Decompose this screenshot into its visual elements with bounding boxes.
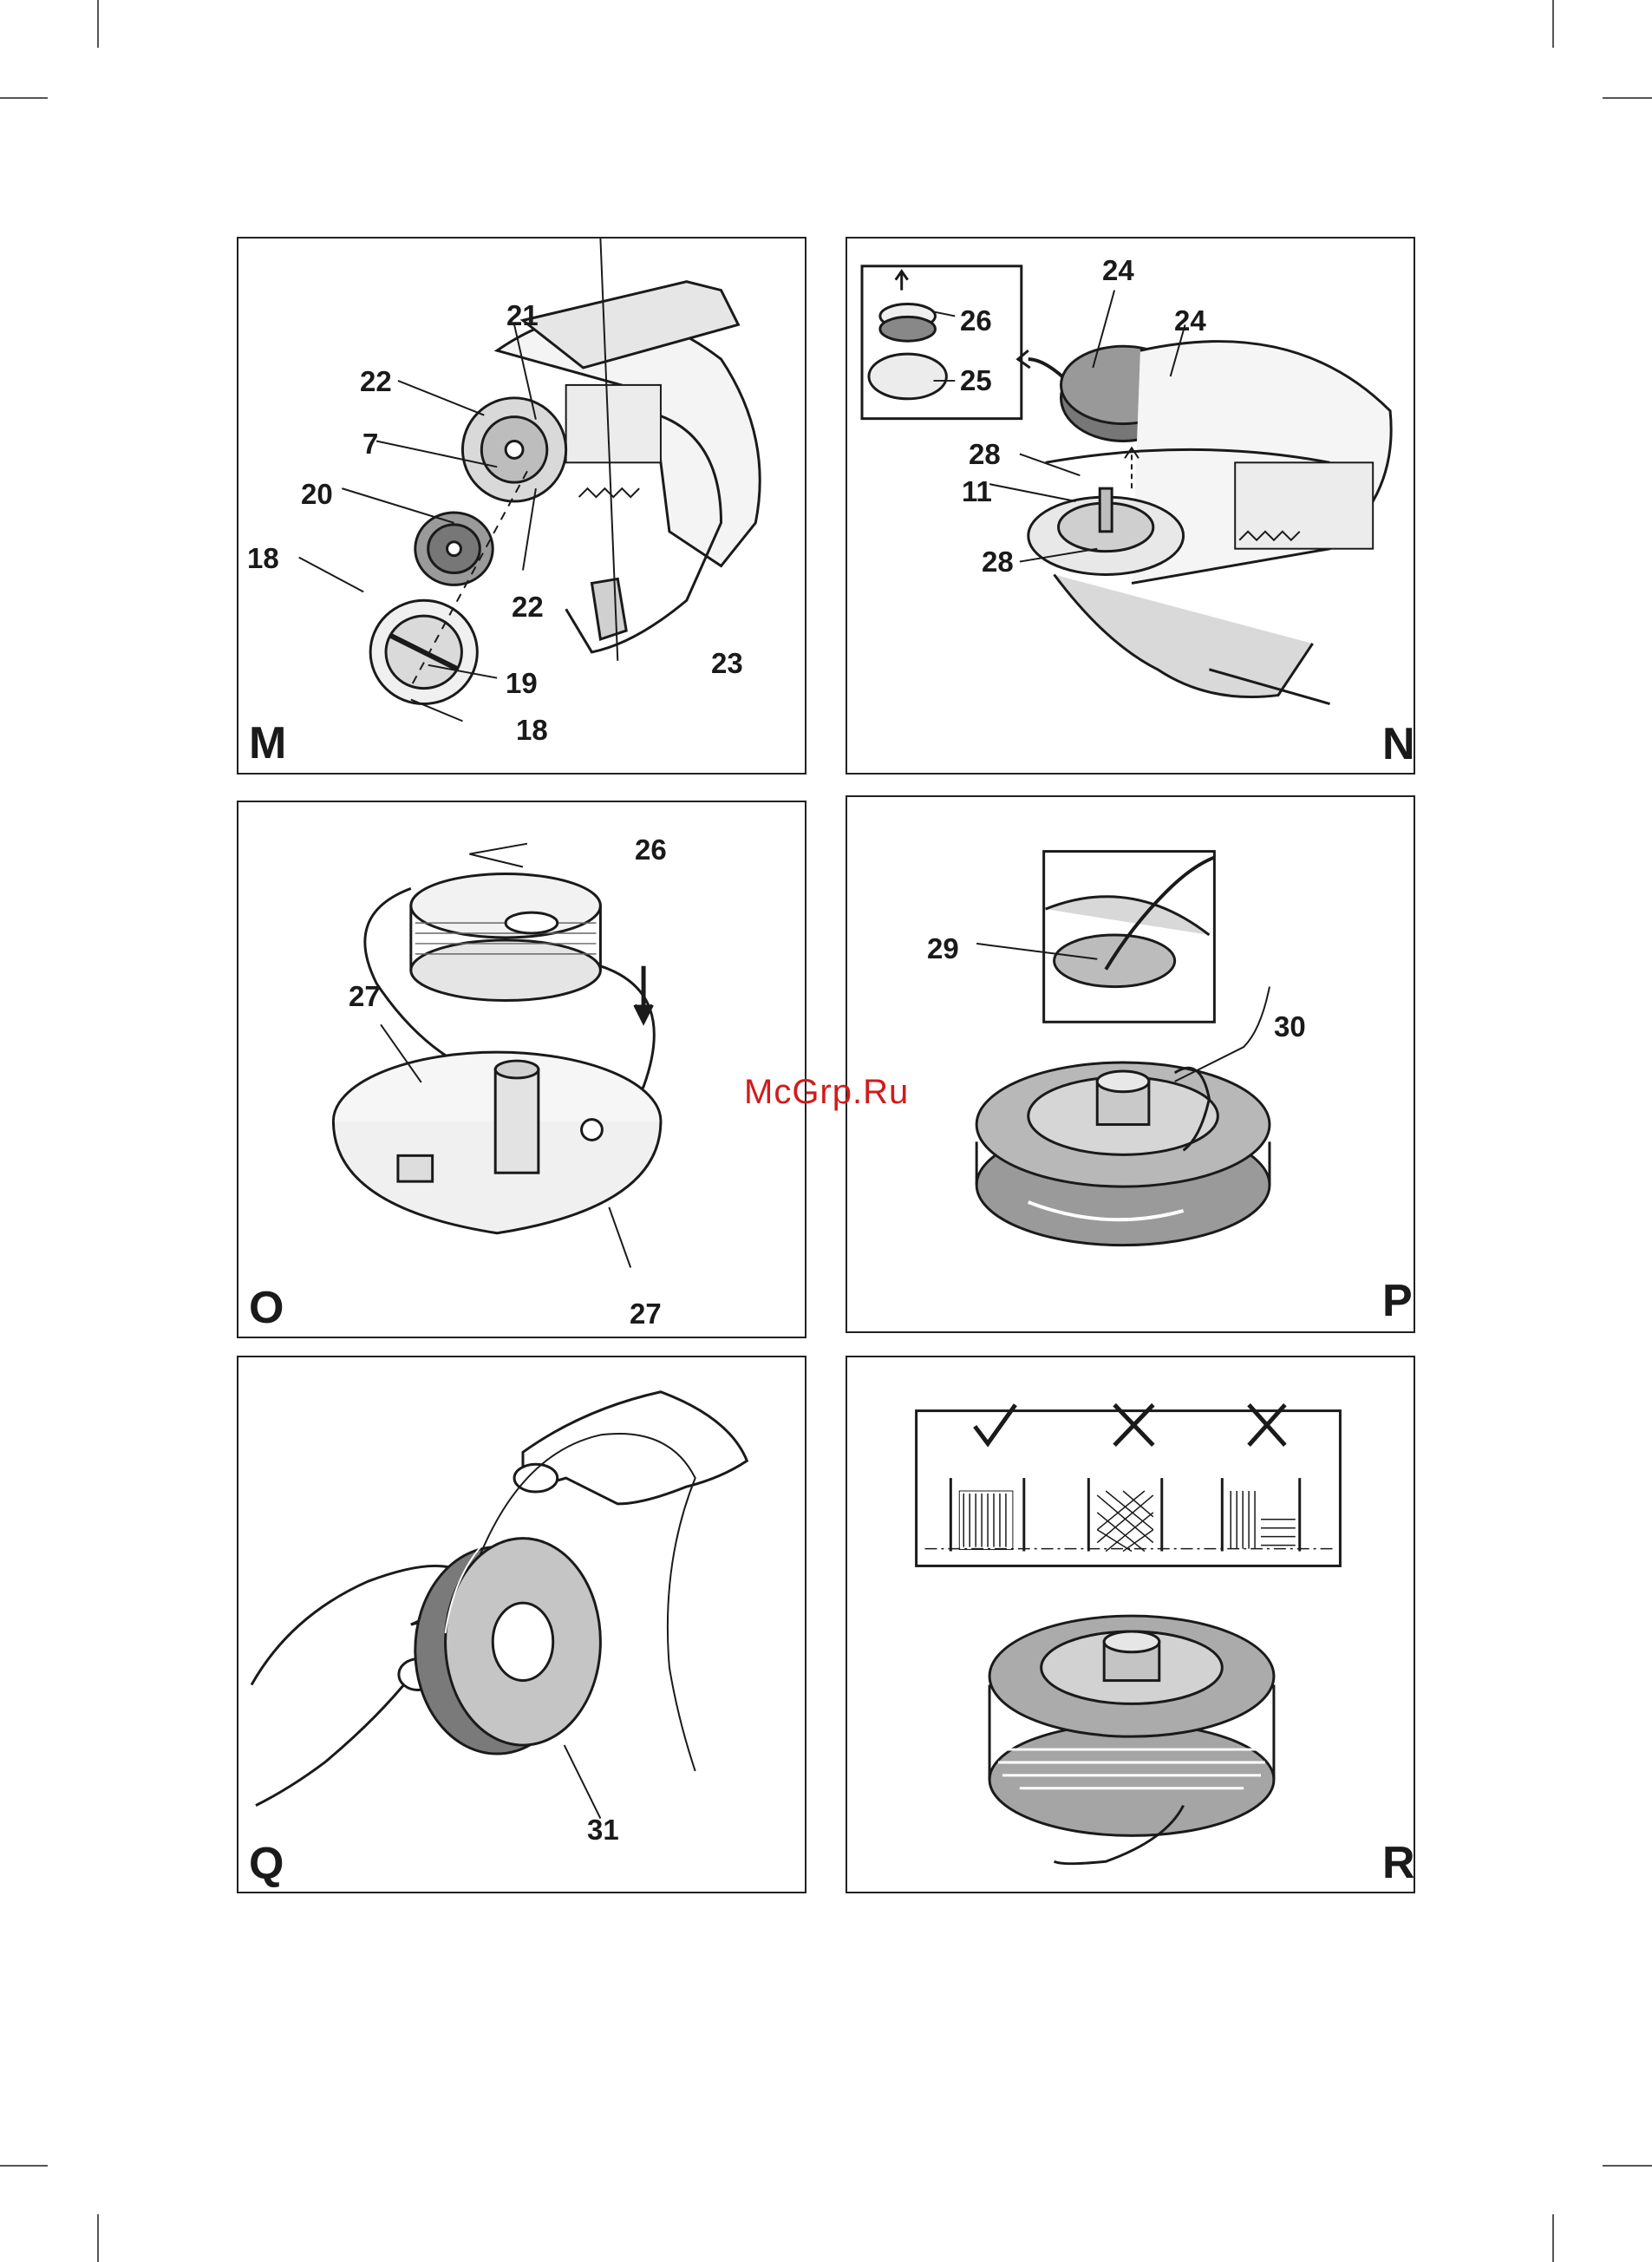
- crop-mark: [1552, 2214, 1554, 2262]
- callout-30: 30: [1274, 1012, 1306, 1041]
- callout-31: 31: [587, 1815, 619, 1844]
- panel-n: 24 24 26 25 28 11 28 N: [846, 237, 1415, 775]
- panel-p: 29 30 P: [846, 795, 1415, 1333]
- callout-26: 26: [960, 306, 992, 335]
- crop-mark: [97, 0, 99, 48]
- callout-24: 24: [1174, 306, 1206, 335]
- spool-insertion-illustration: [238, 802, 805, 1337]
- panel-letter: P: [1382, 1278, 1413, 1324]
- callout-25: 25: [960, 366, 992, 395]
- callout-22: 22: [360, 367, 392, 396]
- callout-27: 27: [349, 982, 381, 1010]
- panel-letter: O: [249, 1285, 284, 1330]
- callout-22: 22: [512, 592, 544, 621]
- callout-7: 7: [362, 429, 378, 458]
- panel-m: 21 22 7 20 18 22 19 18 23 M: [237, 237, 806, 775]
- winding-line-by-hand-illustration: [238, 1357, 805, 1892]
- callout-21: 21: [506, 301, 539, 330]
- crop-mark: [1603, 97, 1652, 99]
- callout-11: 11: [962, 477, 992, 506]
- spool-removal-illustration: [847, 239, 1414, 773]
- crop-mark: [97, 2214, 99, 2262]
- panel-r: R: [846, 1356, 1415, 1893]
- line-threading-illustration: [847, 797, 1414, 1331]
- callout-23: 23: [711, 649, 743, 677]
- panel-letter: N: [1382, 722, 1415, 767]
- callout-19: 19: [506, 669, 538, 697]
- callout-28: 28: [982, 547, 1014, 576]
- callout-18: 18: [247, 544, 279, 572]
- callout-27: 27: [630, 1299, 662, 1328]
- callout-24: 24: [1102, 256, 1134, 284]
- winding-correctness-illustration: [847, 1357, 1414, 1892]
- crop-mark: [1603, 2165, 1652, 2167]
- panel-o: 26 27 27 O: [237, 801, 806, 1338]
- panel-letter: R: [1382, 1840, 1415, 1886]
- panel-letter: M: [249, 721, 286, 766]
- panel-letter: Q: [249, 1841, 284, 1886]
- callout-29: 29: [927, 934, 959, 963]
- watermark: McGrp.Ru: [744, 1073, 909, 1112]
- crop-mark: [0, 97, 48, 99]
- callout-20: 20: [301, 480, 333, 508]
- callout-26: 26: [635, 835, 667, 864]
- crop-mark: [1552, 0, 1554, 48]
- panel-q: 31 Q: [237, 1356, 806, 1893]
- crop-mark: [0, 2165, 48, 2167]
- callout-28: 28: [969, 440, 1001, 468]
- callout-18: 18: [516, 716, 548, 744]
